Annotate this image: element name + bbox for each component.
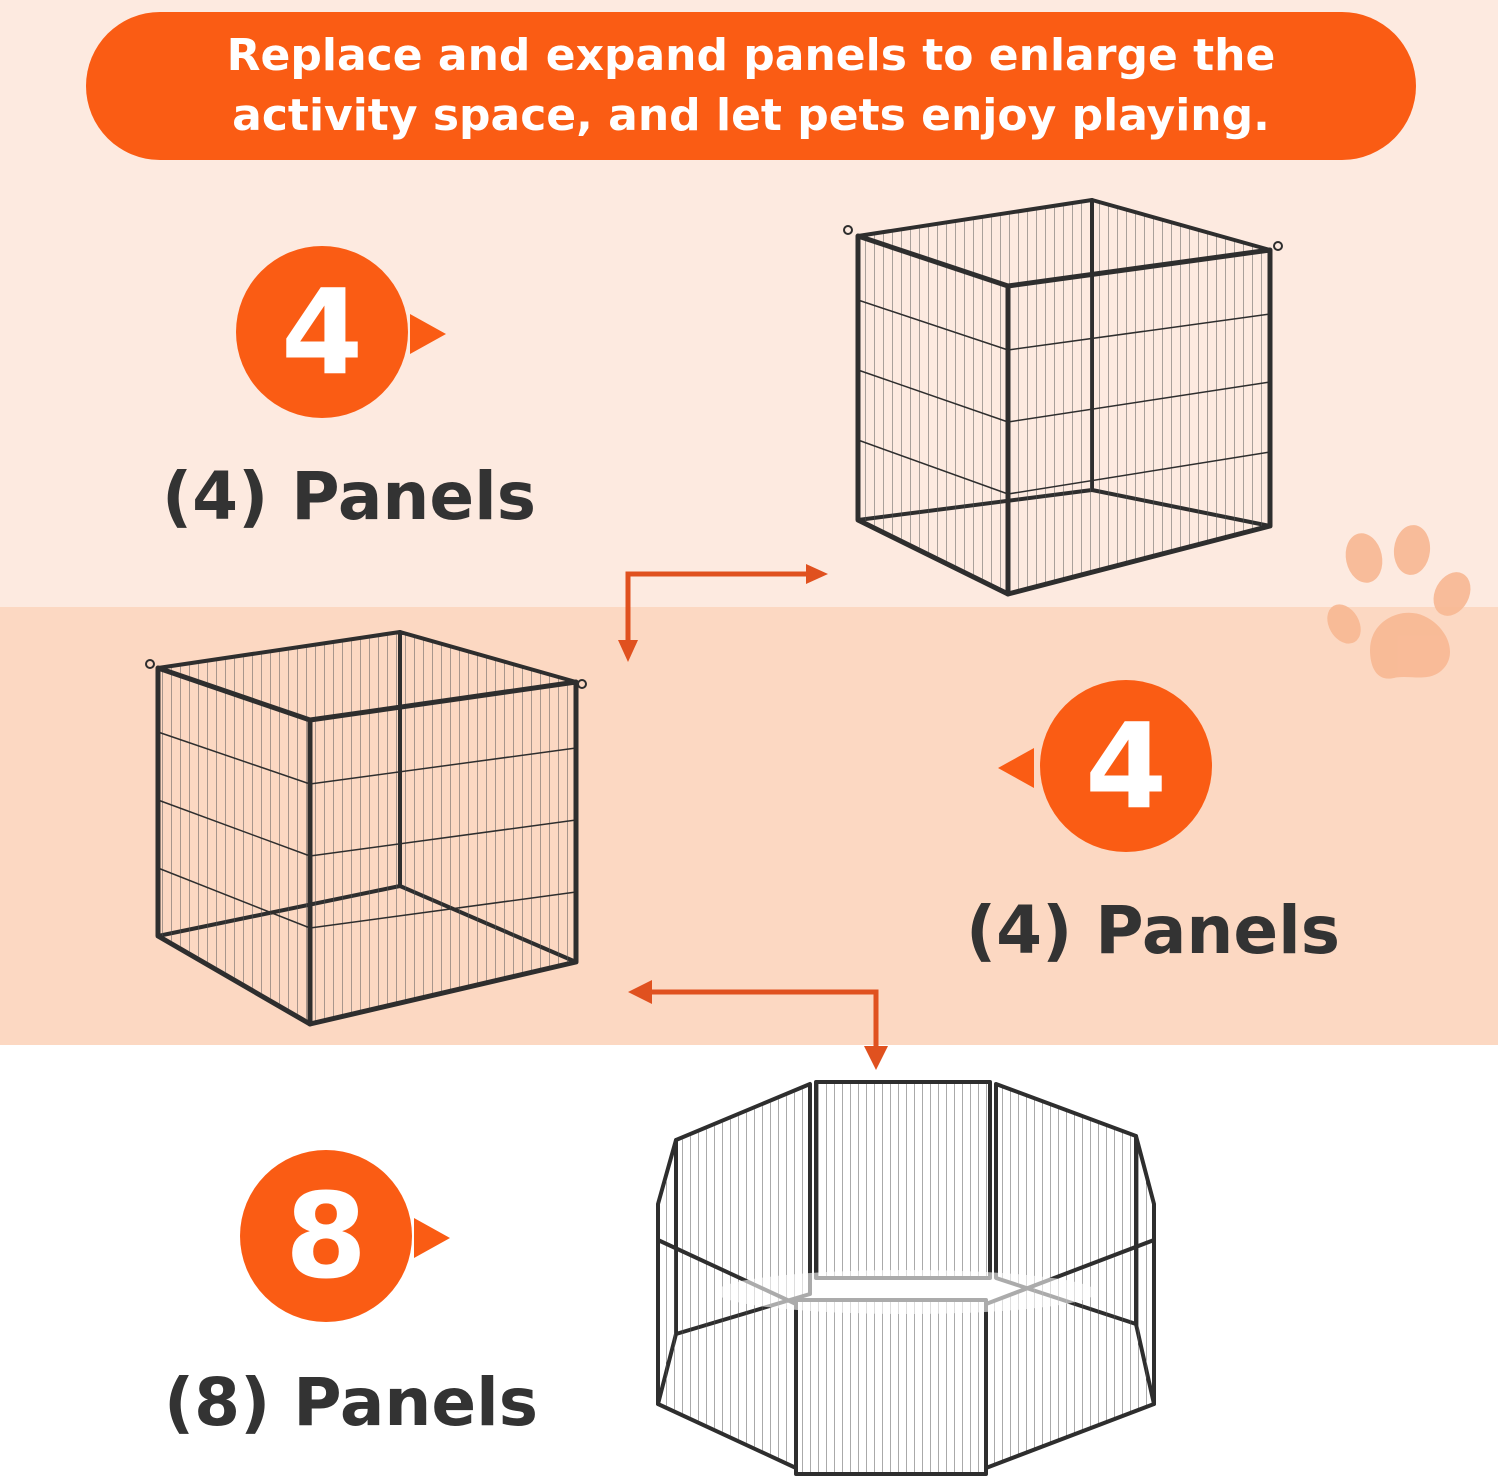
pointer-triangle-icon — [998, 748, 1034, 788]
step-1-caption: (4) Panels — [162, 458, 537, 535]
arrow-connector-icon — [628, 980, 888, 1070]
fence-4-panel-square-image — [843, 198, 1283, 597]
paw-icon — [1327, 525, 1471, 679]
arrow-connector-icon — [618, 564, 828, 662]
fence-8-panel-octagon-image — [656, 1080, 1156, 1476]
step-3-caption: (8) Panels — [164, 1364, 539, 1441]
fence-4-panel-square-image — [145, 630, 587, 1027]
step-1-count-badge: 4 — [236, 246, 408, 418]
step-2-caption: (4) Panels — [966, 892, 1341, 969]
headline-banner: Replace and expand panels to enlarge the… — [86, 12, 1416, 160]
step-2-count-badge: 4 — [1040, 680, 1212, 852]
step-3-count-badge: 8 — [240, 1150, 412, 1322]
pointer-triangle-icon — [414, 1218, 450, 1258]
headline-text: Replace and expand panels to enlarge the… — [226, 30, 1276, 141]
pointer-triangle-icon — [410, 314, 446, 354]
